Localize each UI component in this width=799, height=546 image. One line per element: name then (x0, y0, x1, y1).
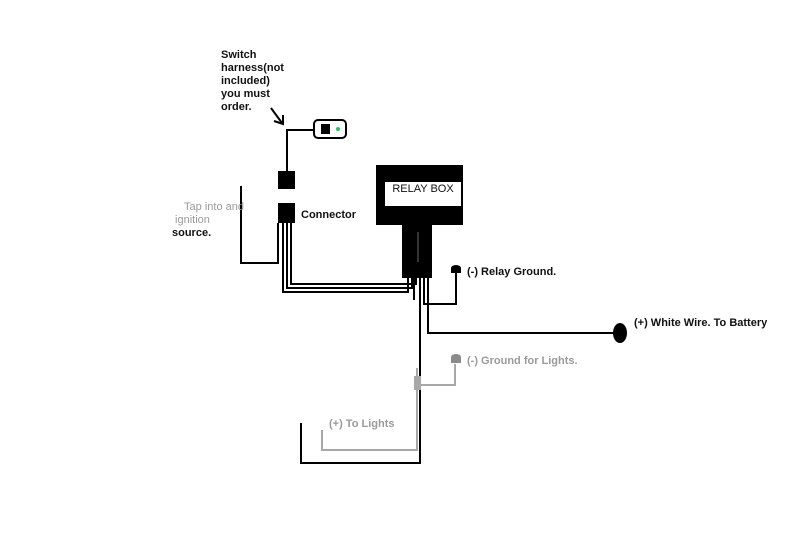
white-wire-label: (+) White Wire. To Battery (634, 317, 768, 329)
relay-ground-terminal-icon (451, 265, 461, 273)
switch-wire (286, 129, 315, 172)
battery-terminal-icon (613, 323, 627, 343)
lights-ground-stub (414, 376, 421, 390)
tap-into-ignition-line: source. (172, 227, 212, 239)
connector-upper-block (278, 171, 295, 189)
lights-feed-wire-dark (300, 276, 421, 464)
tap-into-ignition-line: ignition (175, 214, 210, 226)
lights-ground-wire (321, 364, 456, 451)
relay-ground-wire (423, 270, 457, 305)
pointer-arrow (270, 107, 284, 126)
ignition-tap-wire (240, 186, 279, 264)
tap-into-ignition-text: Tap into and ignition source. (172, 201, 244, 239)
lights-ground-terminal-icon (451, 354, 461, 363)
to-lights-label: (+) To Lights (329, 418, 395, 430)
switch-harness-label: Switch harness(not included) you must or… (221, 49, 284, 113)
relay-box-label: RELAY BOX (385, 182, 461, 206)
battery-wire (427, 276, 620, 334)
connector-label: Connector (301, 209, 356, 221)
switch-icon (313, 119, 347, 139)
tap-into-ignition-line: Tap into and (184, 201, 244, 213)
tap-into-ignition-label: Tap into and ignition source. (172, 188, 244, 253)
relay-ground-label: (-) Relay Ground. (467, 266, 557, 278)
ground-for-lights-label: (-) Ground for Lights. (467, 355, 578, 367)
connector-to-relay-wires (282, 223, 417, 293)
connector-lower-block (278, 203, 295, 223)
